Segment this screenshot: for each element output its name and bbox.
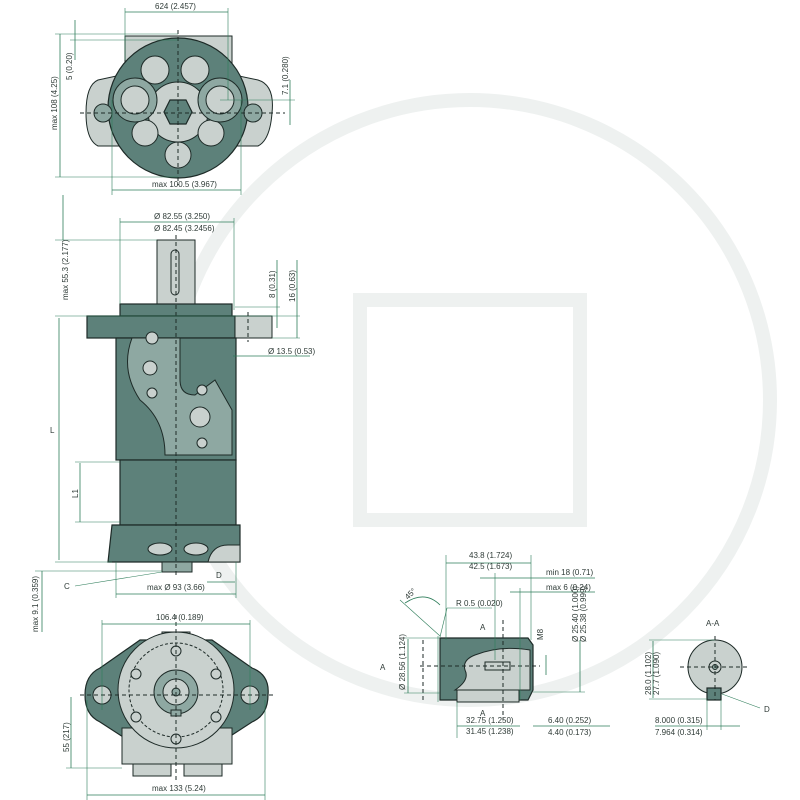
label-radius: R 0.5 (0.020) (456, 599, 503, 608)
dim-dia-25-40: Ø 25.40 (1.000) (571, 586, 580, 642)
dim-9-1: max 9.1 (0.359) (31, 576, 40, 632)
section-title: A-A (706, 619, 720, 628)
dim-dia-28-56: Ø 28.56 (1.124) (398, 634, 407, 690)
dim-42-5: 42.5 (1.673) (469, 562, 512, 571)
dim-16: 16 (0.63) (288, 270, 297, 302)
label-D: D (216, 571, 222, 580)
dim-55-3: max 55.3 (2.177) (61, 239, 70, 300)
dim-93: max Ø 93 (3.66) (147, 583, 205, 592)
label-M8: M8 (536, 628, 545, 640)
top-view: 624 (2.457) 5 (0.20) max 108 (4.25) 7.1 … (50, 2, 295, 195)
shaft-detail: 43.8 (1.724) 42.5 (1.673) min 18 (0.71) … (380, 551, 610, 738)
bolt-circle (131, 55, 225, 169)
dim-5: 5 (0.20) (65, 52, 74, 80)
label-A-left: A (380, 663, 386, 672)
dim-hole-13-5: Ø 13.5 (0.53) (268, 347, 315, 356)
dim-624: 624 (2.457) (155, 2, 196, 11)
dim-min18: min 18 (0.71) (546, 568, 593, 577)
dim-55: 55 (217) (62, 722, 71, 752)
dim-4-40: 4.40 (0.173) (548, 728, 591, 737)
side-view: Ø 82.55 (3.250) Ø 82.45 (3.2456) max 55.… (31, 195, 315, 632)
label-C: C (64, 582, 70, 591)
dim-max6: max 6 (0.24) (546, 583, 591, 592)
angle-45: 45° (403, 586, 418, 601)
dim-6-40: 6.40 (0.252) (548, 716, 591, 725)
dim-dia-25-38: Ø 25.38 (0.999) (579, 586, 588, 642)
dim-43-8: 43.8 (1.724) (469, 551, 512, 560)
label-A-bottom: A (480, 709, 486, 718)
dim-31-45: 31.45 (1.238) (466, 727, 514, 736)
section-a-a: A-A 28.0 (1.102) 27.7 (1.090) D 8.000 (0… (644, 619, 770, 737)
dim-108: max 108 (4.25) (50, 76, 59, 130)
dim-28-0: 28.0 (1.102) (644, 652, 653, 695)
dim-pilot-min: Ø 82.45 (3.2456) (154, 224, 215, 233)
dim-32-75: 32.75 (1.250) (466, 716, 514, 725)
dim-8-000: 8.000 (0.315) (655, 716, 703, 725)
dim-pilot-max: Ø 82.55 (3.250) (154, 212, 210, 221)
dim-106-4: 106.4 (0.189) (156, 613, 204, 622)
dim-27-7: 27.7 (1.090) (652, 652, 661, 695)
dim-100-5: max 100.5 (3.967) (152, 180, 217, 189)
dim-8: 8 (0.31) (268, 270, 277, 298)
dim-7-964: 7.964 (0.314) (655, 728, 703, 737)
dim-7-1: 7.1 (0.280) (281, 56, 290, 95)
dim-L1: L1 (71, 489, 80, 498)
watermark (163, 93, 777, 707)
label-A-top: A (480, 623, 486, 632)
dim-133: max 133 (5.24) (152, 784, 206, 793)
label-D-section: D (764, 705, 770, 714)
dim-L: L (50, 426, 55, 435)
bottom-view: 106.4 (0.189) 55 (217) max 133 (5.24) (62, 613, 275, 800)
